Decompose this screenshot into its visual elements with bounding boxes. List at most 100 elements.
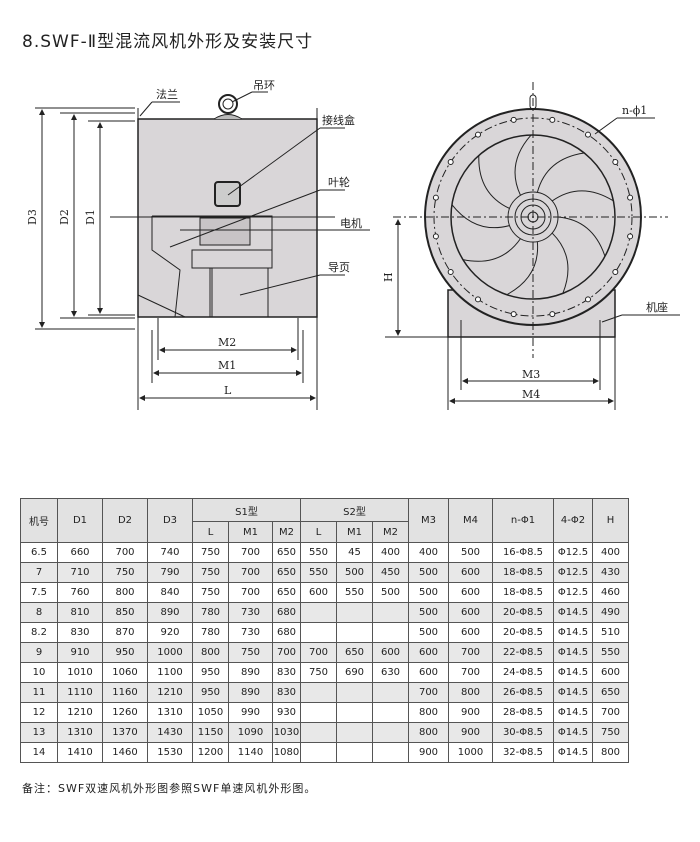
- header-4-phi2: 4-Φ2: [553, 498, 593, 543]
- dimension-table: 机号 D1 D2 D3 S1型 S2型 M3 M4 n-Φ1 4-Φ2 H L …: [20, 498, 629, 763]
- table-cell: Φ14.5: [553, 642, 593, 663]
- table-cell: 500: [372, 582, 409, 603]
- table-cell: 600: [448, 562, 493, 583]
- table-cell: 800: [102, 582, 148, 603]
- impeller-blade: [551, 190, 614, 202]
- table-cell: [336, 702, 373, 723]
- bolt-hole: [627, 194, 634, 201]
- table-cell: 7.5: [20, 582, 58, 603]
- table-cell: 810: [57, 602, 103, 623]
- table-cell: 12: [20, 702, 58, 723]
- table-cell: 800: [592, 742, 629, 763]
- table-cell: 400: [372, 542, 409, 563]
- table-cell: 790: [147, 562, 193, 583]
- table-cell: 32-Φ8.5: [492, 742, 554, 763]
- table-cell: 10: [20, 662, 58, 683]
- table-cell: 900: [408, 742, 449, 763]
- bolt-hole: [627, 233, 634, 240]
- table-cell: 700: [448, 642, 493, 663]
- table-cell: 760: [57, 582, 103, 603]
- table-cell: 830: [272, 682, 301, 703]
- table-cell: 700: [228, 562, 273, 583]
- table-cell: 1080: [272, 742, 301, 763]
- table-cell: 1030: [272, 722, 301, 743]
- table-cell: 650: [272, 562, 301, 583]
- table-cell: 500: [336, 562, 373, 583]
- table-cell: [300, 702, 337, 723]
- table-cell: 18-Φ8.5: [492, 582, 554, 603]
- footnote: 备注：SWF双速风机外形图参照SWF单速风机外形图。: [22, 782, 317, 795]
- table-cell: [372, 722, 409, 743]
- table-cell: 930: [272, 702, 301, 723]
- table-cell: [372, 682, 409, 703]
- table-cell: 1200: [192, 742, 229, 763]
- table-cell: 430: [592, 562, 629, 583]
- impeller-blade: [478, 155, 510, 209]
- table-cell: 750: [300, 662, 337, 683]
- impeller-blade: [551, 232, 569, 294]
- header-M4: M4: [448, 498, 493, 543]
- header-S1: S1型: [192, 498, 301, 522]
- table-cell: 660: [57, 542, 103, 563]
- bolt-hole: [549, 116, 556, 123]
- table-cell: 600: [592, 662, 629, 683]
- table-cell: Φ14.5: [553, 602, 593, 623]
- table-cell: 500: [408, 622, 449, 643]
- table-cell: 1010: [57, 662, 103, 683]
- header-model: 机号: [20, 498, 58, 543]
- impeller-blade: [536, 152, 585, 193]
- table-cell: 630: [372, 662, 409, 683]
- table-cell: 920: [147, 622, 193, 643]
- table-cell: 800: [448, 682, 493, 703]
- table-cell: 16-Φ8.5: [492, 542, 554, 563]
- table-cell: 710: [57, 562, 103, 583]
- impeller-blade: [451, 204, 510, 229]
- table-cell: Φ12.5: [553, 542, 593, 563]
- label-holes: n-ϕ1: [622, 104, 647, 117]
- table-cell: 750: [192, 562, 229, 583]
- table-cell: Φ12.5: [553, 562, 593, 583]
- front-view: [385, 82, 680, 410]
- label-D1: D1: [84, 209, 97, 225]
- table-cell: 800: [192, 642, 229, 663]
- table-cell: 20-Φ8.5: [492, 622, 554, 643]
- table-cell: 1530: [147, 742, 193, 763]
- table-cell: 45: [336, 542, 373, 563]
- lifting-ring-icon: [218, 94, 238, 114]
- table-cell: 1310: [147, 702, 193, 723]
- table-cell: 700: [228, 582, 273, 603]
- table-cell: 500: [408, 602, 449, 623]
- table-cell: 8.2: [20, 622, 58, 643]
- impeller-blade: [506, 241, 539, 296]
- table-cell: Φ12.5: [553, 582, 593, 603]
- table-cell: 700: [102, 542, 148, 563]
- label-motor: 电机: [340, 216, 362, 230]
- table-cell: 890: [228, 662, 273, 683]
- bolt-hole: [612, 158, 619, 165]
- bolt-hole: [432, 233, 439, 240]
- table-cell: 890: [147, 602, 193, 623]
- table-cell: 650: [592, 682, 629, 703]
- impeller-blade: [462, 238, 521, 262]
- side-view-labels: 法兰 吊环 接线盒 叶轮 电机 导页 D3 D2 D1 M2 M1 L: [26, 79, 362, 397]
- table-cell: 600: [408, 642, 449, 663]
- table-cell: [300, 722, 337, 743]
- table-cell: 900: [448, 722, 493, 743]
- table-cell: [336, 742, 373, 763]
- table-cell: 13: [20, 722, 58, 743]
- header-S1-L: L: [192, 521, 229, 543]
- table-cell: [372, 742, 409, 763]
- header-D3: D3: [147, 498, 193, 543]
- table-cell: 1000: [448, 742, 493, 763]
- header-S2-L: L: [300, 521, 337, 543]
- table-cell: Φ14.5: [553, 662, 593, 683]
- table-cell: Φ14.5: [553, 682, 593, 703]
- junction-box-icon: [214, 181, 241, 207]
- table-cell: 500: [448, 542, 493, 563]
- table-cell: 950: [102, 642, 148, 663]
- table-cell: 400: [592, 542, 629, 563]
- label-junction-box: 接线盒: [322, 113, 355, 127]
